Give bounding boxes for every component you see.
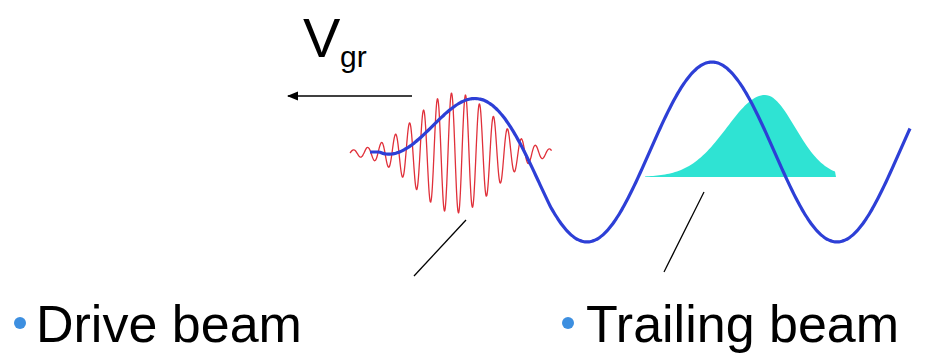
drive-beam-label: Drive beam xyxy=(36,298,302,350)
leader-line xyxy=(664,192,704,272)
bullet-point xyxy=(562,317,574,329)
velocity-subscript: gr xyxy=(340,42,367,72)
trailing-beam-bunch xyxy=(645,95,836,177)
velocity-arrow xyxy=(288,95,412,97)
velocity-symbol: V xyxy=(303,10,340,66)
trailing-beam-label: Trailing beam xyxy=(586,298,899,350)
leader-line xyxy=(414,220,466,276)
bullet-point xyxy=(14,317,26,329)
plasma-wake-wave xyxy=(370,62,910,242)
